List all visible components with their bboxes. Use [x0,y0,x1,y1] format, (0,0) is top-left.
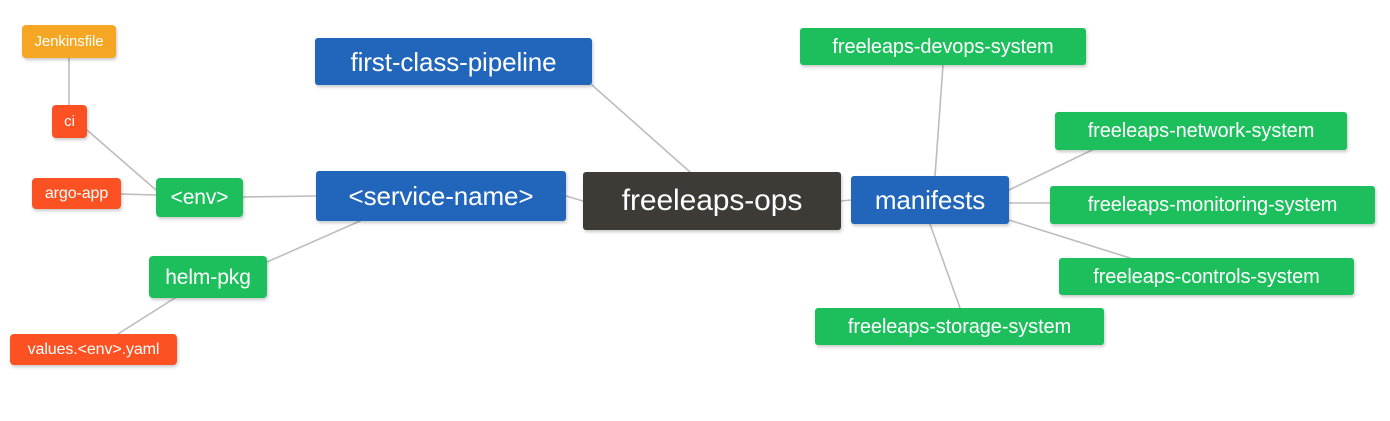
edge-service-name-to-env [242,195,317,198]
node-values-env-yaml[interactable]: values.<env>.yaml [10,334,177,365]
edge-manifests-to-freeleaps-devops-system [934,64,944,177]
node-env[interactable]: <env> [156,178,243,217]
edge-service-name-to-helm-pkg [266,220,361,263]
node-label-first-class-pipeline: first-class-pipeline [350,46,557,77]
edge-env-to-argo-app [120,193,157,196]
node-freeleaps-ops[interactable]: freeleaps-ops [583,172,841,230]
node-label-helm-pkg: helm-pkg [165,265,251,289]
node-label-service-name: <service-name> [348,181,534,211]
edge-manifests-to-freeleaps-storage-system [929,223,961,309]
node-ci[interactable]: ci [52,105,87,138]
edge-helm-pkg-to-values-env-yaml [117,295,179,335]
node-label-ci: ci [64,113,75,130]
node-label-freeleaps-storage-system: freeleaps-storage-system [847,315,1072,338]
node-first-class-pipeline[interactable]: first-class-pipeline [315,38,592,85]
node-helm-pkg[interactable]: helm-pkg [149,256,267,298]
node-freeleaps-devops-system[interactable]: freeleaps-devops-system [800,28,1086,65]
node-label-argo-app: argo-app [44,184,109,202]
edge-manifests-to-freeleaps-controls-system [1008,219,1131,259]
node-label-freeleaps-network-system: freeleaps-network-system [1087,120,1315,142]
edge-freeleaps-ops-to-manifests [840,199,852,202]
node-label-manifests: manifests [874,185,986,215]
node-label-jenkinsfile: Jenkinsfile [34,33,104,50]
edge-freeleaps-ops-to-first-class-pipeline [591,84,691,173]
node-label-freeleaps-controls-system: freeleaps-controls-system [1093,265,1320,288]
node-freeleaps-controls-system[interactable]: freeleaps-controls-system [1059,258,1354,295]
node-argo-app[interactable]: argo-app [32,178,121,209]
edge-manifests-to-freeleaps-network-system [1008,149,1093,191]
node-jenkinsfile[interactable]: Jenkinsfile [22,25,116,58]
node-service-name[interactable]: <service-name> [316,171,566,221]
node-freeleaps-monitoring-system[interactable]: freeleaps-monitoring-system [1050,186,1375,224]
node-label-freeleaps-monitoring-system: freeleaps-monitoring-system [1087,194,1338,216]
edge-freeleaps-ops-to-service-name [565,195,584,202]
node-label-values-env-yaml: values.<env>.yaml [27,340,160,358]
node-freeleaps-network-system[interactable]: freeleaps-network-system [1055,112,1347,150]
node-label-env: <env> [170,186,229,209]
node-freeleaps-storage-system[interactable]: freeleaps-storage-system [815,308,1104,345]
node-manifests[interactable]: manifests [851,176,1009,224]
node-label-freeleaps-devops-system: freeleaps-devops-system [832,35,1054,58]
node-label-freeleaps-ops: freeleaps-ops [621,184,803,217]
